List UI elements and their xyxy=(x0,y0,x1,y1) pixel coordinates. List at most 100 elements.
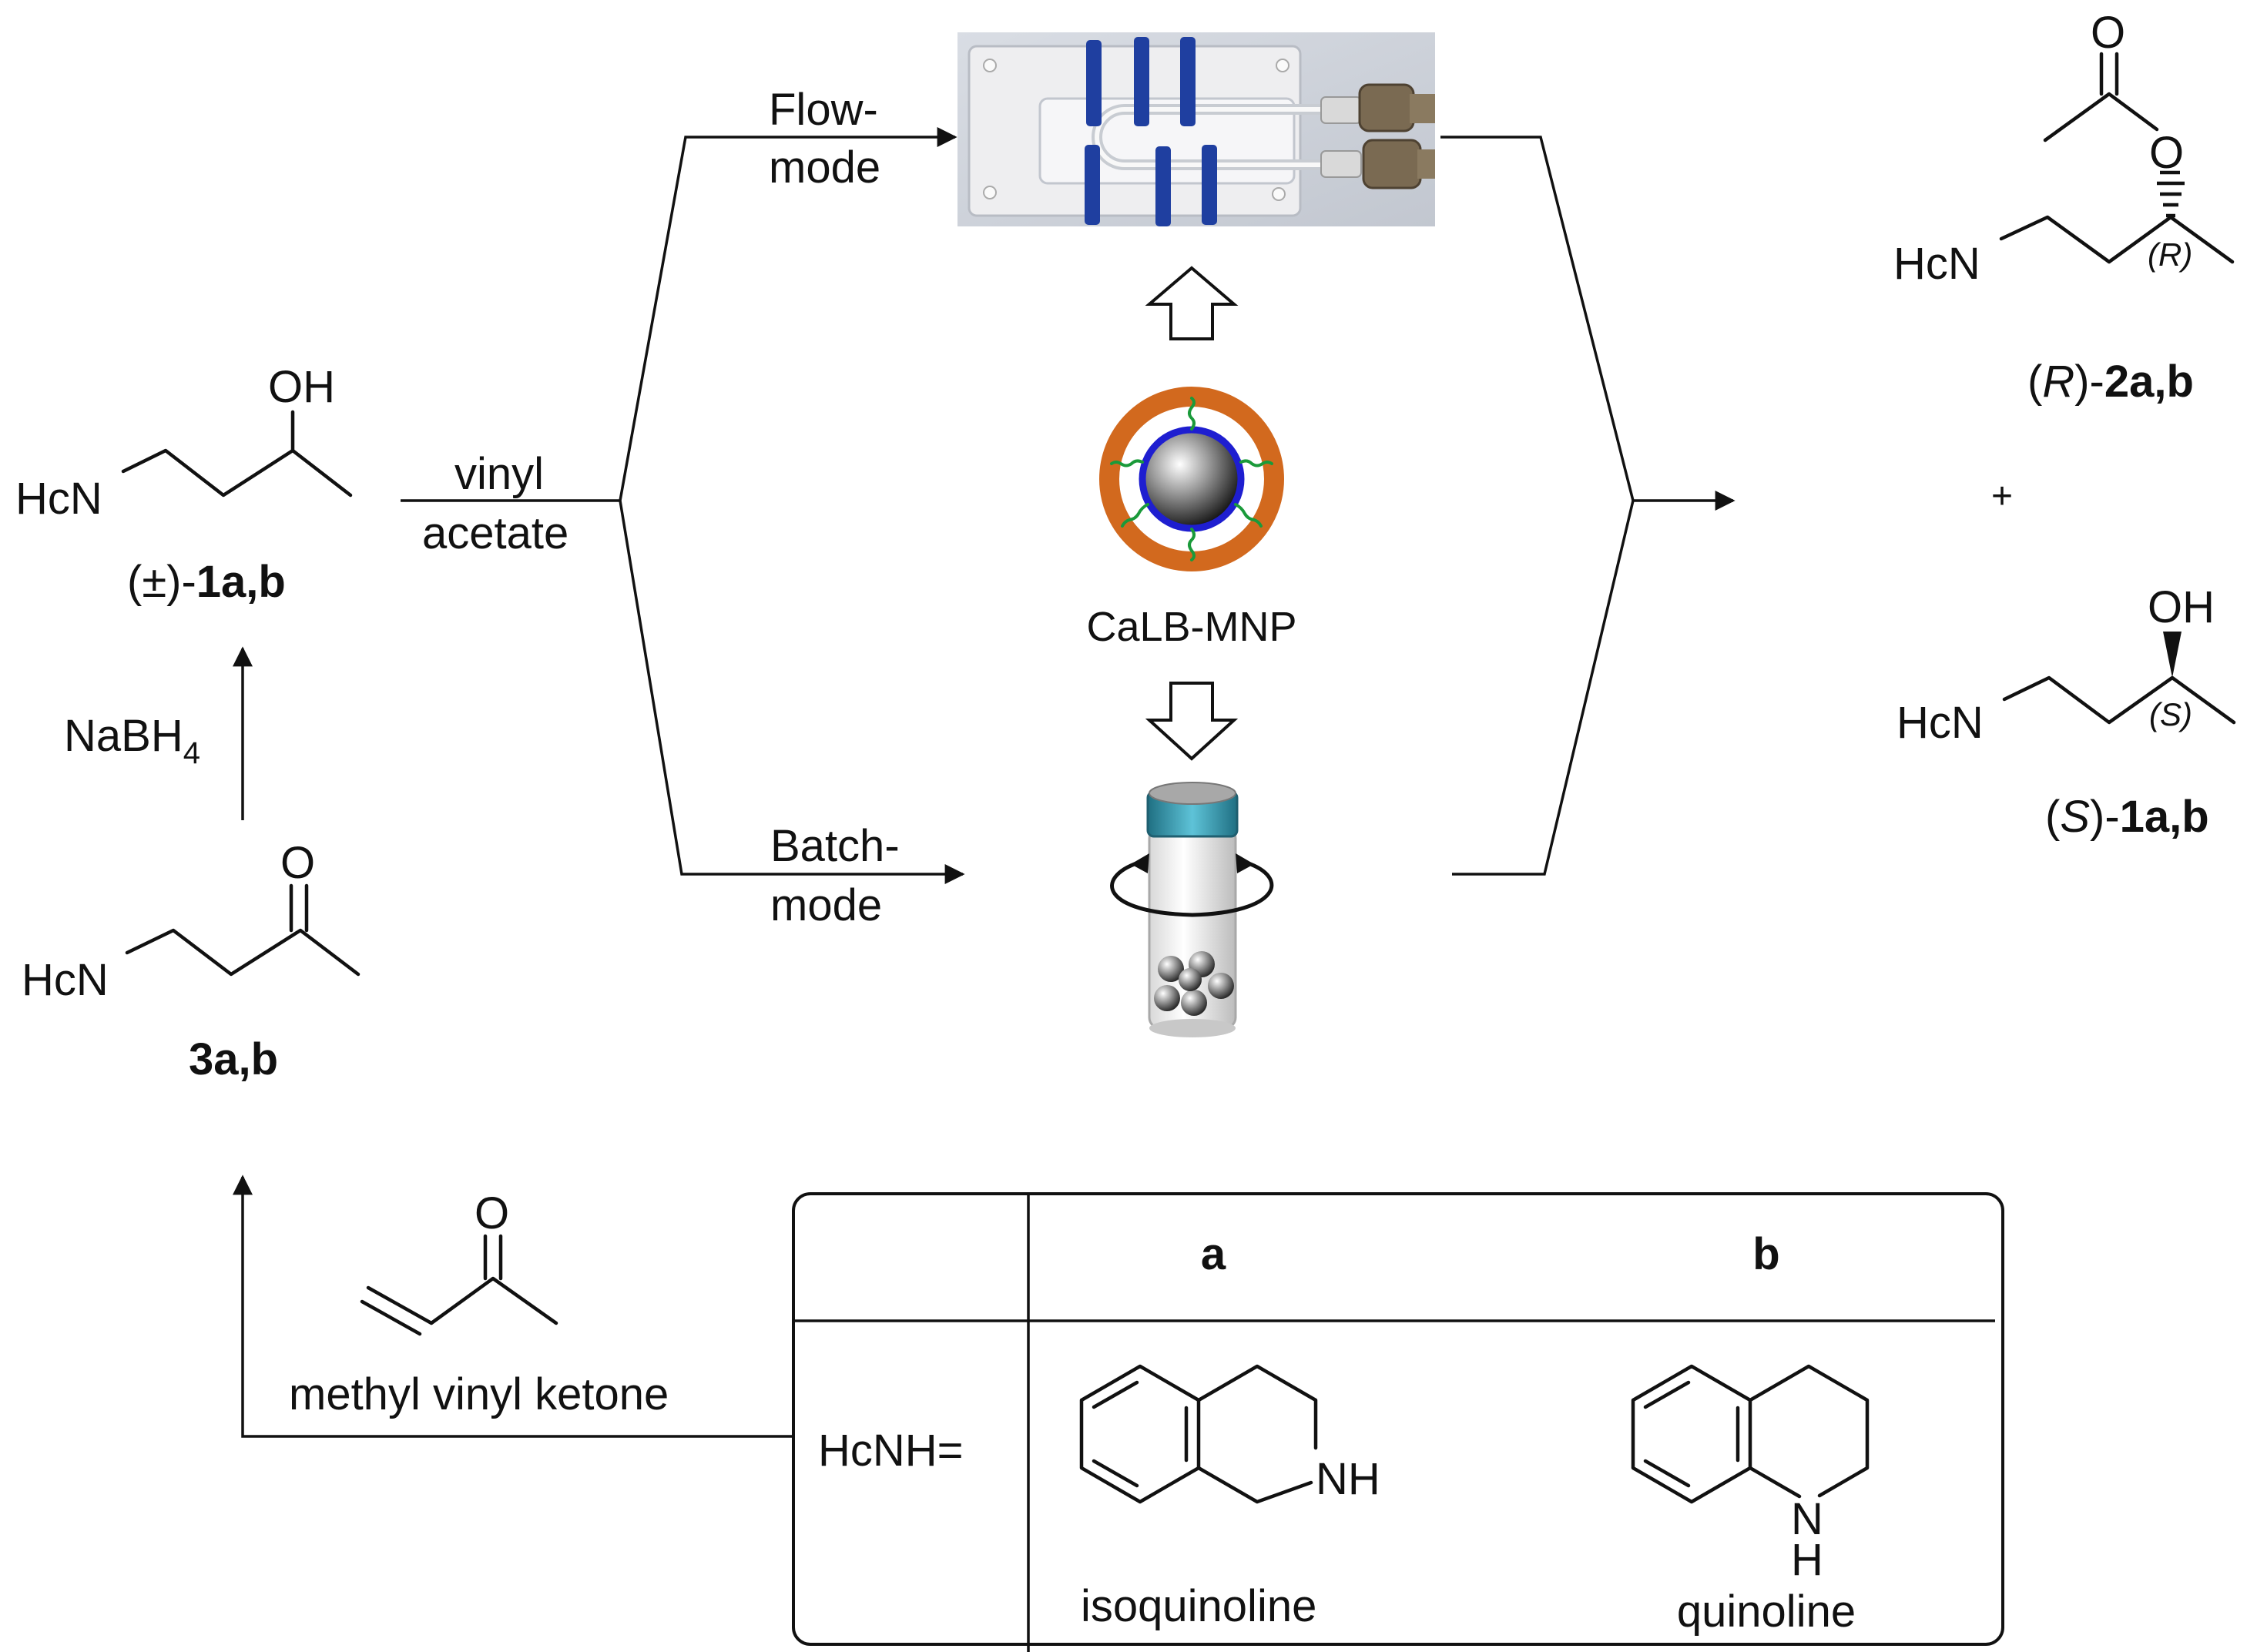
tetrahydroisoquinoline-structure: NH isoquinoline xyxy=(1079,1364,1380,1631)
amine-definition-table: a b HcNH= NH isoquinoline N H quinoline xyxy=(792,1192,2004,1652)
batch-label-1: Batch- xyxy=(770,821,900,871)
chain-bonds-s xyxy=(2002,675,2236,725)
nabh4-label: NaBH4 xyxy=(64,711,200,770)
connector-nut xyxy=(1358,83,1415,132)
blue-clamp xyxy=(1085,145,1100,225)
compound-label-1: (±)-1a,b xyxy=(127,557,286,607)
acetyl-bonds xyxy=(2043,92,2159,142)
catalyst-particle xyxy=(1099,387,1284,571)
chain-bonds-1 xyxy=(121,448,353,498)
hollow-arrow-down xyxy=(1145,682,1239,761)
ester-o-label: O xyxy=(2149,128,2184,178)
hash-wedge-bond xyxy=(2157,170,2185,218)
connector-nut xyxy=(1362,139,1422,189)
flow-reactor-image xyxy=(957,32,1435,226)
screw-hole xyxy=(983,59,997,72)
screw-hole xyxy=(983,186,997,199)
carbonyl-o-label: O xyxy=(280,838,315,888)
column-header-b: b xyxy=(1752,1229,1779,1279)
product-r-ester: O O HcN (R) (R)-2a,b xyxy=(1893,8,2235,407)
screw-hole xyxy=(1276,59,1289,72)
oh-label: OH xyxy=(268,362,335,412)
connector-body xyxy=(1417,149,1435,179)
column-header-a: a xyxy=(1201,1229,1226,1279)
chain-bonds-3 xyxy=(125,928,361,977)
tube-fitting xyxy=(1320,96,1362,124)
magnetic-bead xyxy=(1181,990,1207,1016)
compound-1-racemic: HcN OH (±)-1a,b xyxy=(15,362,353,607)
rotation-arrow xyxy=(1110,860,1274,917)
flow-output-line xyxy=(1440,136,1635,501)
screw-hole xyxy=(1272,187,1286,201)
compound-label-3: 3a,b xyxy=(189,1034,278,1084)
hollow-arrow-up xyxy=(1145,266,1239,340)
solid-wedge-bond xyxy=(2163,632,2182,678)
row-label-hcnh: HcNH= xyxy=(818,1426,964,1476)
magnetic-bead xyxy=(1158,956,1184,982)
name-quinoline: quinoline xyxy=(1677,1587,1856,1637)
n-bond xyxy=(1748,1466,1802,1499)
product-label-s: (S)-1a,b xyxy=(2045,792,2209,842)
convergence-arrows xyxy=(1440,136,1736,876)
mvk-step: O methyl vinyl ketone xyxy=(233,1174,793,1438)
mvk-arrow xyxy=(233,1174,793,1438)
vinyl-label: vinyl xyxy=(454,449,544,499)
blue-clamp xyxy=(1155,146,1171,226)
table-frame xyxy=(792,1192,2004,1646)
hcn-label: HcN xyxy=(22,955,109,1005)
magnetic-bead xyxy=(1154,985,1180,1011)
hcn-label: HcN xyxy=(15,474,102,524)
mvk-o-label: O xyxy=(475,1188,509,1238)
batch-output-line xyxy=(1452,500,1635,876)
mvk-bonds xyxy=(366,1276,558,1325)
hcn-label: HcN xyxy=(1896,698,1984,748)
stereo-descriptor-s: (S) xyxy=(2149,696,2192,732)
aromatic-double xyxy=(1092,1459,1139,1488)
blue-clamp xyxy=(1134,37,1149,126)
blue-clamp xyxy=(1086,40,1102,126)
rotation-arrow-head xyxy=(1131,853,1149,873)
blue-clamp xyxy=(1202,145,1217,225)
flow-label-2: mode xyxy=(769,142,880,193)
magnetic-bead xyxy=(1208,973,1234,999)
mvk-vinyl-double xyxy=(360,1299,422,1336)
piperidine-ring-b xyxy=(1748,1364,1870,1498)
reactor-tube-highlight xyxy=(1095,107,1321,167)
plus-sign: + xyxy=(1991,476,2013,517)
oh-label: OH xyxy=(2148,582,2215,632)
flow-branch-arrow xyxy=(619,127,957,501)
piperidine-ring-a xyxy=(1196,1364,1318,1450)
catalyst-label: CaLB-MNP xyxy=(1086,604,1296,650)
carbonyl-o-label: O xyxy=(2091,8,2125,58)
piperidine-ring-a-lower xyxy=(1196,1466,1313,1504)
tetrahydroquinoline-structure: N H quinoline xyxy=(1631,1364,1870,1637)
stereo-descriptor-r: (R) xyxy=(2148,236,2192,273)
magnetic-core xyxy=(1139,426,1245,532)
connector-body xyxy=(1410,94,1435,123)
blue-clamp xyxy=(1180,37,1196,126)
batch-vial-image xyxy=(1110,782,1274,1037)
aromatic-double xyxy=(1092,1380,1139,1409)
hcn-label: HcN xyxy=(1893,239,1980,289)
product-label-r: (R)-2a,b xyxy=(2027,357,2194,407)
chain-bonds-r xyxy=(1999,215,2235,264)
mvk-name-label: methyl vinyl ketone xyxy=(289,1369,669,1419)
compound-3: HcN O 3a,b xyxy=(22,838,361,1084)
aromatic-double xyxy=(1643,1459,1691,1488)
nh-label: NH xyxy=(1316,1454,1380,1504)
aromatic-double xyxy=(1643,1380,1691,1409)
name-isoquinoline: isoquinoline xyxy=(1081,1581,1316,1631)
linker-chains xyxy=(1110,397,1273,561)
tube-fitting xyxy=(1320,150,1362,178)
vial-cap-top xyxy=(1149,782,1236,805)
vial-bottom xyxy=(1149,1019,1236,1037)
batch-branch-arrow xyxy=(619,500,965,884)
n-label: N xyxy=(1791,1494,1823,1544)
batch-label-2: mode xyxy=(770,880,882,930)
acylation-step: vinyl acetate Flow- mode Batch- mode xyxy=(401,85,965,930)
reduction-step: NaBH4 xyxy=(64,646,253,820)
acetate-label: acetate xyxy=(422,508,568,558)
product-s-alcohol: OH HcN (S) (S)-1a,b xyxy=(1896,582,2236,842)
magnetic-bead xyxy=(1179,968,1202,991)
